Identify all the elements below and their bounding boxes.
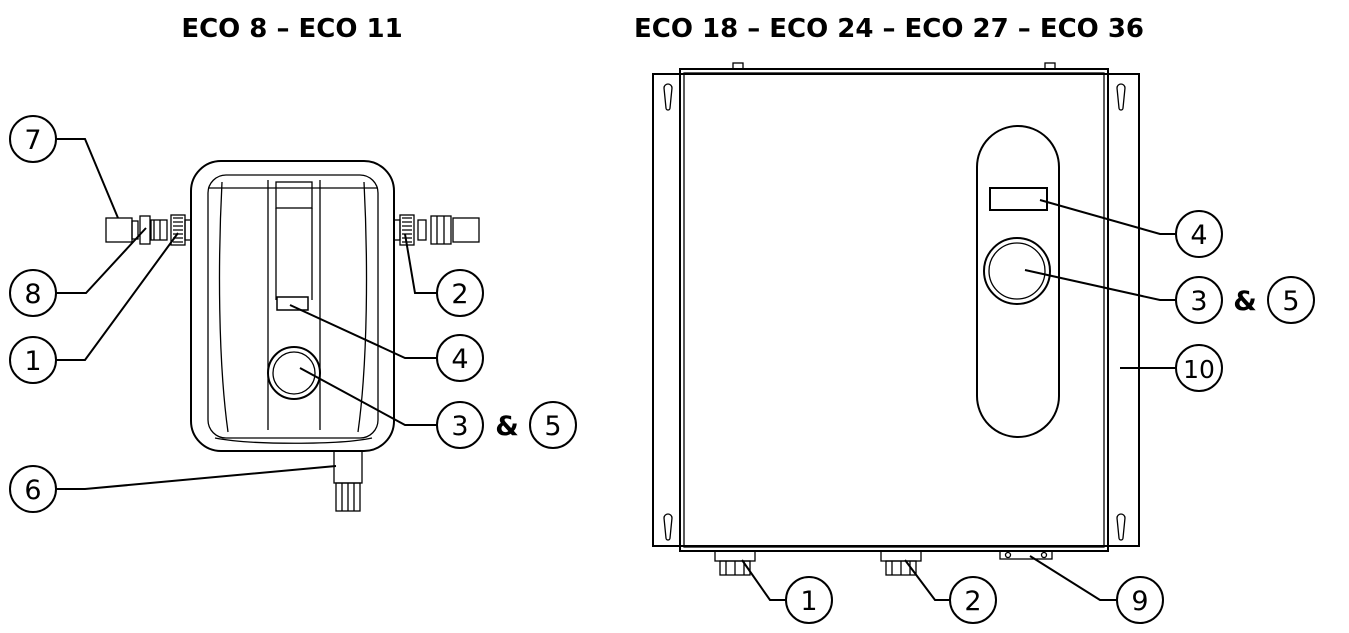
svg-text:7: 7 [24, 125, 41, 156]
ampersand-left: & [495, 411, 519, 442]
right-leader-lines [741, 199, 1176, 601]
svg-text:2: 2 [451, 279, 468, 310]
callout-3-left: 3 [436, 401, 484, 449]
left-inlet-fittings [105, 214, 192, 246]
svg-text:5: 5 [1282, 286, 1299, 317]
right-outlet-fittings [393, 214, 480, 246]
svg-text:2: 2 [964, 586, 981, 617]
control-panel [976, 125, 1060, 438]
svg-text:1: 1 [800, 586, 817, 617]
svg-text:3: 3 [1190, 286, 1207, 317]
svg-text:4: 4 [1190, 220, 1207, 251]
ampersand-right: & [1233, 286, 1257, 317]
callout-1-right: 1 [785, 576, 833, 624]
left-power-cable [333, 450, 363, 512]
callout-5-right: 5 [1267, 276, 1315, 324]
bottom-gland-outlet [880, 550, 922, 576]
svg-text:5: 5 [544, 411, 561, 442]
callout-7: 7 [9, 115, 57, 163]
callout-4-right: 4 [1175, 210, 1223, 258]
callout-9: 9 [1116, 576, 1164, 624]
callout-2-left: 2 [436, 269, 484, 317]
large-heater-unit [652, 62, 1140, 576]
left-display-window [276, 296, 309, 311]
callout-4-left: 4 [436, 334, 484, 382]
callout-10: 10 [1175, 344, 1223, 392]
svg-text:4: 4 [451, 344, 468, 375]
compact-heater-unit [105, 160, 480, 512]
svg-text:8: 8 [24, 279, 41, 310]
callout-8: 8 [9, 269, 57, 317]
main-cover [679, 68, 1109, 552]
svg-text:3: 3 [451, 411, 468, 442]
right-display-window [989, 187, 1048, 211]
right-control-knob [983, 237, 1051, 305]
callout-6: 6 [9, 465, 57, 513]
svg-text:1: 1 [24, 346, 41, 377]
mounting-keyholes [663, 83, 1126, 541]
bottom-grounding-tab [999, 550, 1053, 560]
left-title: ECO 8 – ECO 11 [181, 14, 402, 44]
callout-1-left: 1 [9, 336, 57, 384]
left-leader-lines [56, 138, 437, 490]
svg-text:9: 9 [1131, 586, 1148, 617]
right-title: ECO 18 – ECO 24 – ECO 27 – ECO 36 [634, 14, 1144, 44]
left-control-knob [267, 346, 321, 400]
callout-5-left: 5 [529, 401, 577, 449]
mounting-bracket [652, 73, 1140, 547]
svg-text:10: 10 [1183, 355, 1215, 384]
svg-text:6: 6 [24, 475, 41, 506]
callout-3-right: 3 [1175, 276, 1223, 324]
callout-2-right: 2 [949, 576, 997, 624]
